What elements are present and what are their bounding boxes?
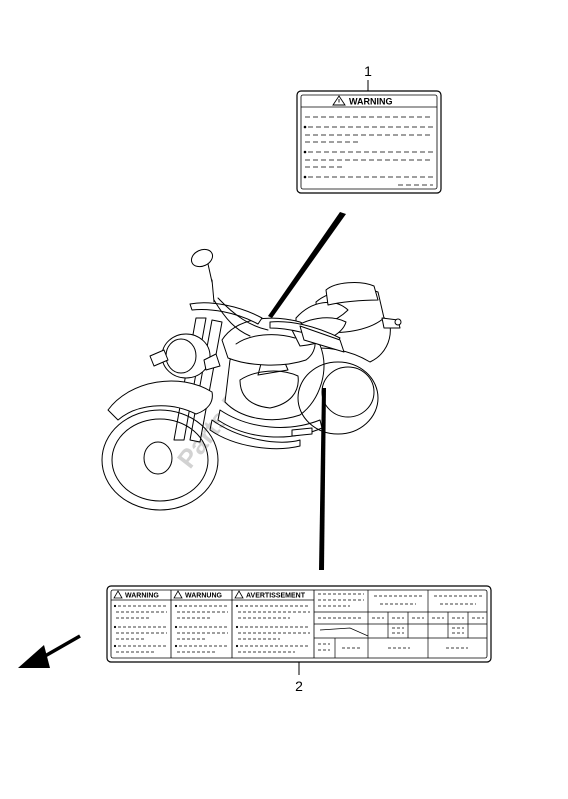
- callout-number-2: 2: [295, 678, 303, 694]
- warning-label-1[interactable]: WARNING: [296, 90, 442, 194]
- warning-label-1-bullets: [303, 125, 307, 179]
- motorcycle-illustration: [101, 248, 402, 511]
- direction-arrow-icon: [18, 634, 81, 668]
- callout-number-1: 1: [364, 63, 372, 79]
- warning-label-1-text-lines: [305, 116, 433, 186]
- warning-label-2-text-lines: [116, 605, 310, 653]
- tire-pressure-table: [314, 590, 487, 658]
- warning-label-2-heading-de: WARNUNG: [185, 593, 222, 600]
- tire-pressure-table-text: [318, 593, 484, 651]
- warning-label-2-heading-fr: AVERTISSEMENT: [246, 593, 306, 600]
- warning-label-2[interactable]: WARNING WARNUNG AVERTISSEMENT: [106, 585, 492, 663]
- warning-triangle-icon: [234, 590, 244, 599]
- warning-label-2-bullets: [113, 604, 239, 648]
- warning-triangle-icon: [113, 590, 123, 599]
- warning-triangle-icon: [173, 590, 183, 599]
- label-2-pointer: [319, 388, 326, 570]
- warning-triangle-icon: [332, 95, 346, 106]
- warning-label-1-heading: WARNING: [349, 97, 393, 107]
- warning-label-2-heading-en: WARNING: [125, 593, 159, 600]
- label-1-pointer: [268, 212, 346, 318]
